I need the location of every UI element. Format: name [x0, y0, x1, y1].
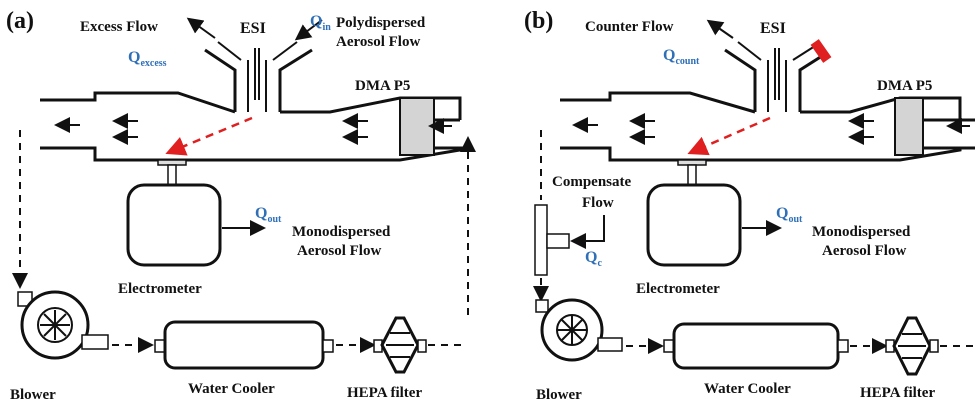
- flow-arrows-a: [54, 113, 452, 145]
- q-count-label: Qcount: [663, 47, 700, 67]
- excess-flow-label: Excess Flow: [80, 19, 158, 35]
- q-out-label-a: Qout: [255, 205, 282, 225]
- electrometer-connector-a: [157, 159, 187, 186]
- monodispersed-label-a-line2: Aerosol Flow: [297, 243, 381, 259]
- blower-b: [535, 298, 623, 362]
- hepa-filter-a: [373, 316, 427, 374]
- blower-label-b: Blower: [536, 387, 582, 403]
- hepa-label-a: HEPA filter: [347, 385, 422, 401]
- water-cooler-b: [663, 322, 849, 370]
- esi-inlet-a: [186, 17, 323, 112]
- dma-label-b: DMA P5: [877, 78, 932, 94]
- q-excess-label: Qexcess: [128, 49, 167, 69]
- hepa-label-b: HEPA filter: [860, 385, 935, 401]
- polydispersed-label-line1: Polydispersed: [336, 15, 426, 31]
- panel-a: (a): [6, 8, 476, 403]
- q-in-label: Qin: [310, 13, 331, 33]
- water-cooler-label-b: Water Cooler: [704, 381, 791, 397]
- polydispersed-label-line2: Aerosol Flow: [336, 34, 420, 50]
- monodispersed-label-a-line1: Monodispersed: [292, 224, 391, 240]
- compensate-label-line2: Flow: [582, 195, 614, 211]
- esi-cap-red: [810, 39, 832, 63]
- flow-arrows-b: [572, 113, 970, 145]
- dma-filter-block: [894, 97, 924, 156]
- dma-label-a: DMA P5: [355, 78, 410, 94]
- dma-column-a: [40, 91, 462, 162]
- water-cooler-label-a: Water Cooler: [188, 381, 275, 397]
- blower-label-a: Blower: [10, 387, 56, 403]
- electrometer-b: [646, 183, 742, 267]
- electrometer-connector-b: [677, 159, 707, 186]
- esi-inlet-b: [706, 19, 832, 112]
- electrometer-a: [126, 183, 222, 267]
- monodispersed-label-b-line2: Aerosol Flow: [822, 243, 906, 259]
- compensate-tee: [534, 204, 605, 276]
- panel-b-tag: (b): [524, 8, 553, 34]
- counter-flow-label: Counter Flow: [585, 19, 674, 35]
- hepa-filter-b: [885, 316, 939, 376]
- electrometer-label-b: Electrometer: [636, 281, 720, 297]
- dma-filter-block: [399, 97, 435, 156]
- compensate-label-line1: Compensate: [552, 174, 632, 190]
- q-c-label: Qc: [585, 249, 602, 269]
- panel-a-tag: (a): [6, 8, 34, 34]
- dma-column-b: [560, 91, 975, 162]
- panel-b: (b): [524, 8, 978, 403]
- q-out-label-b: Qout: [776, 205, 803, 225]
- particle-trajectory-b: [687, 116, 771, 156]
- esi-label-a: ESI: [240, 20, 266, 37]
- particle-trajectory-a: [165, 116, 253, 156]
- blower-a: [17, 290, 109, 360]
- electrometer-label-a: Electrometer: [118, 281, 202, 297]
- water-cooler-a: [154, 320, 334, 370]
- esi-label-b: ESI: [760, 20, 786, 37]
- monodispersed-label-b-line1: Monodispersed: [812, 224, 911, 240]
